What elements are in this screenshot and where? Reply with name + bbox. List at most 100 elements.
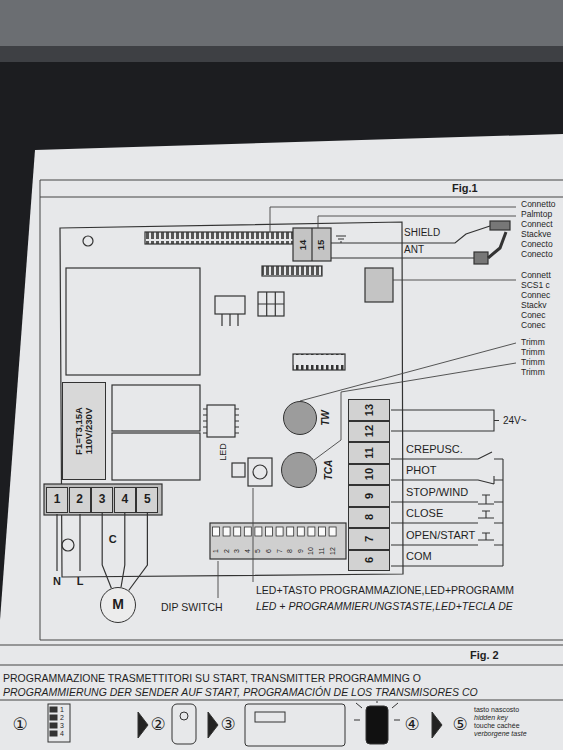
paper-sheet (0, 134, 563, 750)
terminal-box: 6 (348, 550, 390, 572)
step-icons (255, 712, 285, 722)
circuit-board (248, 458, 272, 486)
circuit-board (215, 296, 245, 314)
callout-text: Conec (521, 321, 546, 331)
step-icons (48, 704, 70, 742)
control-wiring (391, 410, 503, 566)
signal-name: CREPUSC. (406, 442, 463, 455)
terminal-box: 4 (114, 487, 136, 513)
motor-wire (102, 513, 111, 588)
dip-switch-lever (266, 527, 273, 536)
leader-line (218, 561, 219, 598)
note-text: hidden key (474, 714, 508, 722)
trimmer-circle: TW (283, 401, 317, 435)
node-text: 110V/230V (84, 408, 94, 455)
pin-number: 8 (286, 549, 294, 553)
signal-name: L (77, 575, 84, 588)
node-text: 12 (363, 425, 375, 437)
step-number: ④ (404, 715, 419, 735)
dip-switch-lever (234, 527, 241, 536)
pin-number: 1 (60, 706, 64, 714)
circuit-board (210, 523, 346, 559)
circuit-board (262, 266, 322, 276)
note-text: touche cachée (474, 722, 520, 730)
leader-line (300, 343, 516, 401)
signal-name: PHOT (406, 464, 437, 477)
pin-number: 2 (60, 714, 64, 722)
antenna-cable (336, 236, 346, 242)
node-text: 7 (363, 536, 375, 542)
terminal-box: 11 (348, 442, 390, 464)
printer-background (0, 46, 563, 62)
terminal-box: 2 (69, 487, 91, 513)
circuit-board (44, 222, 403, 577)
signal-name: N (53, 575, 61, 588)
step-icons (138, 712, 148, 738)
figure-number: Fig. 2 (470, 649, 499, 662)
dip-switch-lever (319, 527, 326, 536)
circuit-board (207, 405, 235, 437)
callout-text: Palmtop (521, 210, 552, 220)
control-wiring (391, 410, 499, 431)
circuit-board (232, 463, 245, 477)
pin-number: 14 (298, 240, 309, 251)
step-number: ⑤ (452, 715, 467, 735)
note-text: LED+TASTO PROGRAMMAZIONE,LED+PROGRAMM (256, 584, 514, 596)
figure-frame (0, 180, 563, 700)
node-text: F1=T3,15A (74, 407, 84, 455)
part-name: LED (218, 443, 228, 461)
callout-text: Connetto (521, 200, 556, 210)
terminal-box: 8 (348, 507, 390, 529)
leader-line (318, 216, 516, 228)
circuit-board (66, 268, 200, 375)
note-text: LED + PROGRAMMIERUNGSTASTE,LED+TECLA DE (256, 600, 513, 612)
antenna-cable (331, 226, 490, 243)
step-icons (48, 701, 442, 746)
terminal-box: 13 (348, 399, 390, 421)
circuit-board (44, 484, 162, 515)
step-icons (432, 712, 442, 738)
step-icons (354, 701, 400, 720)
step-number: ③ (220, 715, 235, 735)
part-name: DIP SWITCH (161, 601, 223, 613)
figure-number: Fig.1 (452, 182, 478, 195)
pin-number: 6 (265, 549, 273, 553)
step-icons (50, 731, 57, 736)
node-text: 5 (144, 493, 151, 506)
motor-wire (129, 513, 148, 590)
note-text: tasto nascosto (474, 706, 519, 714)
circuit-board (258, 292, 284, 316)
fuse-text-block: F1=T3,15A110V/230V (74, 407, 95, 455)
pin-number: 9 (297, 549, 305, 553)
circuit-board (60, 222, 403, 577)
callout-text: Connec (521, 291, 550, 301)
pin-number: 1 (212, 549, 220, 553)
circuit-board (222, 314, 238, 326)
node-text: 9 (363, 493, 375, 499)
node-text: M (112, 597, 124, 612)
antenna-cable (331, 257, 474, 258)
step-icons (50, 715, 57, 720)
circuit-board (311, 228, 312, 261)
voltage-label: 24V~ (503, 415, 527, 427)
dip-switch-lever (255, 527, 262, 536)
step-icons (366, 706, 388, 744)
antenna-cable (474, 252, 488, 264)
pin-number: 15 (316, 240, 327, 251)
antenna-cable (331, 221, 510, 264)
node-text: 2 (76, 493, 83, 506)
signal-name: CLOSE (406, 507, 443, 520)
callout-text: Trimm (521, 338, 545, 348)
terminal-box: 5 (136, 487, 158, 513)
section-heading: PROGRAMMIERUNG DER SENDER AUF START, PRO… (3, 686, 478, 698)
circuit-board (293, 228, 331, 261)
dip-switch-lever (308, 527, 315, 536)
node-text: 1 (54, 493, 61, 506)
terminal-box: 12 (348, 421, 390, 443)
pin-number: 5 (254, 549, 262, 553)
pin-number: 4 (244, 549, 252, 553)
dip-switch-lever (329, 527, 336, 536)
antenna-cable (490, 221, 510, 230)
